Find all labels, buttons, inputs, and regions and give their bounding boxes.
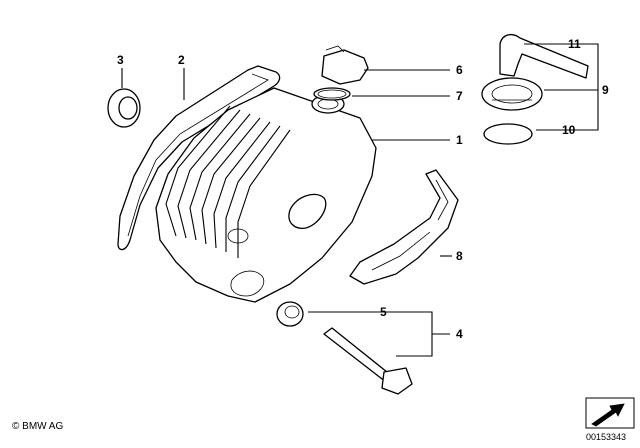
callout-9: 9 xyxy=(602,83,609,97)
vent-valve-part xyxy=(481,77,543,111)
callout-5: 5 xyxy=(380,305,387,319)
callout-7: 7 xyxy=(456,89,463,103)
callout-6: 6 xyxy=(456,63,463,77)
ring-part xyxy=(483,123,533,145)
callout-2: 2 xyxy=(178,53,185,67)
callout-8: 8 xyxy=(456,249,463,263)
seal-ring-part xyxy=(107,88,141,128)
gasket-part xyxy=(117,65,281,251)
callout-3: 3 xyxy=(117,53,124,67)
callout-4: 4 xyxy=(456,327,463,341)
leader-lines xyxy=(121,43,599,357)
document-number: 00153343 xyxy=(586,432,627,442)
bolt-part xyxy=(323,327,413,395)
grommet-part xyxy=(276,301,304,327)
copyright-text: © BMW AG xyxy=(12,421,64,432)
callout-1: 1 xyxy=(456,133,463,147)
o-ring-part xyxy=(313,87,351,101)
protection-part xyxy=(349,169,459,285)
callout-10: 10 xyxy=(562,123,576,137)
callout-11: 11 xyxy=(568,37,581,51)
valve-cover-part xyxy=(155,87,377,303)
hose-part xyxy=(499,33,589,79)
direction-arrow-icon xyxy=(585,397,635,429)
filler-cap-part xyxy=(321,45,369,85)
callouts: 1 2 3 4 5 6 7 8 9 10 11 xyxy=(117,37,609,341)
